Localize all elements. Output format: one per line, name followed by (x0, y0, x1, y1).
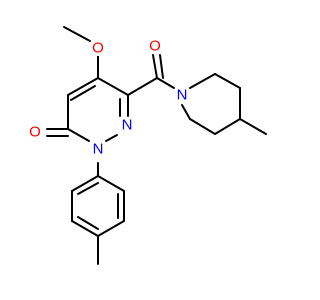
atom-o-methoxy: O (91, 40, 105, 57)
atom-o-methoxy-label: O (92, 40, 104, 57)
bond-ar-c6-c1-double (77, 182, 99, 195)
atom-o-carbonyl: O (148, 38, 162, 55)
bond-c6-n1 (67, 128, 90, 142)
bond-carbonyl-o-double (159, 54, 164, 79)
bond-pip-c5-c6 (189, 118, 216, 135)
bond-c3-c4 (97, 77, 129, 96)
bond-pip-c4-c5 (214, 118, 241, 135)
bond-n1-n2 (105, 134, 118, 142)
bond-c3-carbonyl (127, 77, 158, 96)
bond-ar-c4-c5-double (77, 216, 99, 230)
bond-ar-c4-c5 (71, 220, 99, 237)
atom-o-carbonyl-label: O (149, 38, 161, 55)
atom-n-piperidine-label: N (177, 87, 188, 104)
atom-o-ketone-label: O (29, 124, 41, 141)
bond-c4-c5 (67, 77, 99, 96)
bond-carbonyl-o (152, 54, 158, 79)
bond-ar-c3-c4 (97, 220, 125, 237)
atom-o-ketone: O (28, 124, 42, 141)
bonds (46, 26, 267, 265)
bond-carbonyl-n (156, 77, 175, 89)
bond-pip-n-c2 (189, 73, 216, 89)
atom-n-ring-1: N (91, 141, 105, 158)
atom-labels: O O N N O N (28, 38, 189, 158)
atom-n-piperidine: N (175, 87, 189, 104)
bond-methoxy-methyl (63, 26, 91, 42)
structure-canvas: O O N N O N (28, 26, 267, 265)
bond-pip-c6-n (181, 104, 191, 120)
bond-ar-c6-c1 (71, 175, 99, 192)
bond-pip-c2-c3 (214, 73, 241, 89)
bond-c4-c5-double (70, 85, 96, 101)
atom-n-ring-2: N (120, 117, 134, 134)
bond-pip-methyl (239, 118, 267, 135)
atom-n-ring-2-label: N (122, 117, 133, 134)
atom-n-ring-1-label: N (93, 141, 104, 158)
bond-ar-c1-c2 (97, 175, 125, 192)
